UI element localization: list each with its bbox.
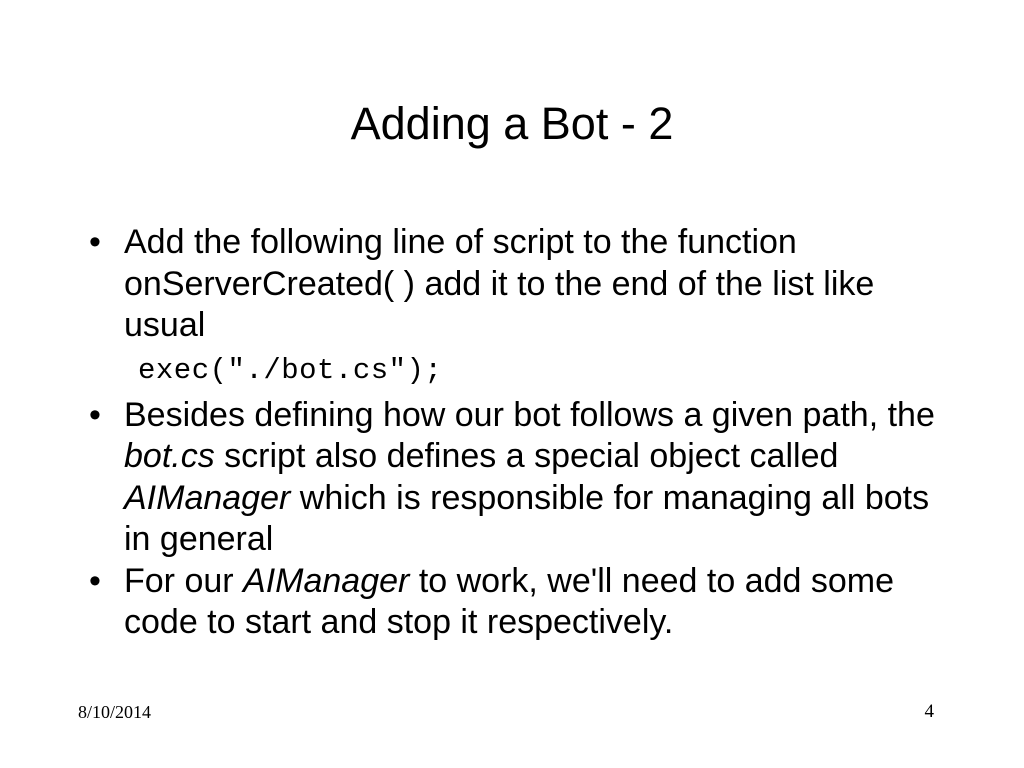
list-item-text: Besides defining how our bot follows a g…	[124, 395, 944, 561]
text-run: which is responsible for managing all bo…	[124, 478, 930, 559]
list-item-text: Add the following line of script to the …	[124, 223, 875, 344]
list-item-text: For our AIManager to work, we'll need to…	[124, 561, 944, 644]
list-item: • Besides defining how our bot follows a…	[78, 395, 944, 561]
slide-footer: 8/10/2014 4	[0, 700, 1024, 732]
text-run: script also defines a special object cal…	[214, 437, 839, 475]
text-run-italic: bot.cs	[124, 437, 215, 475]
code-snippet: exec("./bot.cs");	[138, 353, 443, 387]
text-run: Besides defining how our bot follows a g…	[124, 395, 935, 434]
list-item: • For our AIManager to work, we'll need …	[78, 561, 944, 644]
bullet-dot-icon: •	[89, 395, 101, 434]
list-item: • Add the following line of script to th…	[78, 222, 944, 347]
bullet-dot-icon: •	[89, 223, 101, 261]
text-run-italic: AIManager	[243, 561, 410, 600]
footer-page-number: 4	[924, 701, 935, 722]
text-run-italic: AIManager	[124, 478, 291, 517]
footer-date: 8/10/2014	[78, 702, 152, 722]
page-title: Adding a Bot - 2	[350, 98, 674, 149]
text-run: to work, we'll need to add some code to …	[124, 561, 895, 642]
text-run: For our	[124, 561, 244, 600]
slide-body: • Add the following line of script to th…	[78, 222, 944, 644]
bullet-dot-icon: •	[89, 561, 101, 600]
